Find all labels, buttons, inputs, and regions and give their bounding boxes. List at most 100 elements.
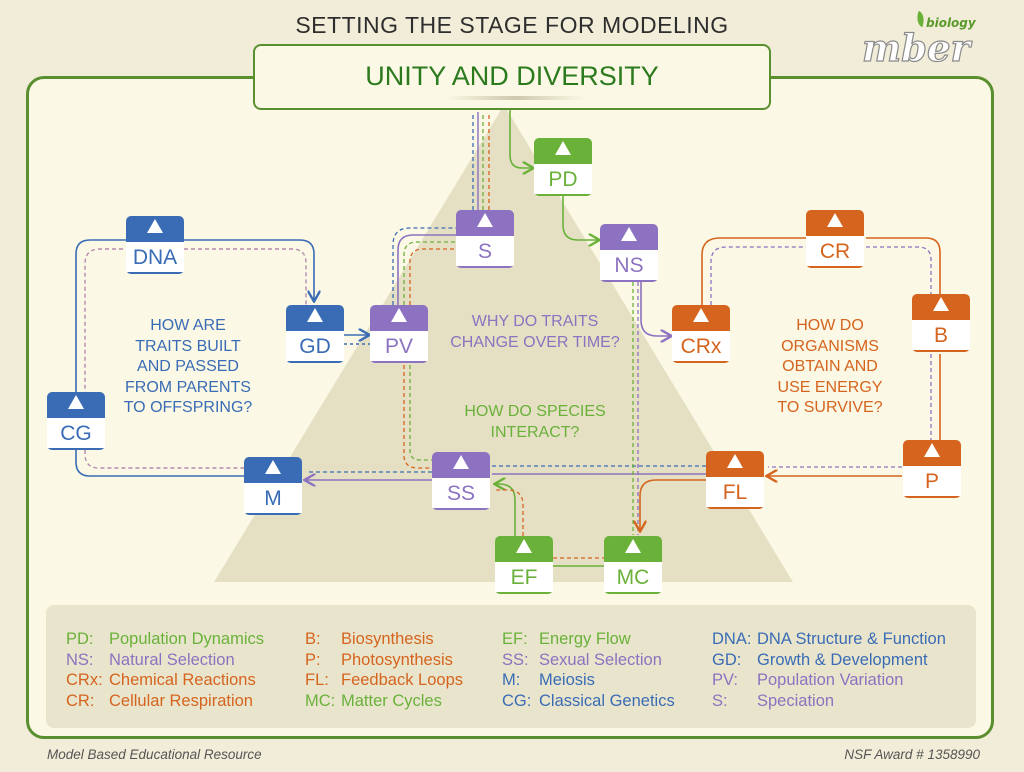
central-theme-box[interactable]: UNITY AND DIVERSITY: [253, 44, 771, 110]
node-label: NS: [614, 254, 644, 277]
footer-left: Model Based Educational Resource: [47, 747, 262, 762]
triangle-icon: [147, 219, 163, 233]
triangle-icon: [307, 308, 323, 322]
pv-to-s: [397, 234, 456, 305]
node-s[interactable]: S: [456, 210, 514, 268]
dna-to-gd-dashed: [184, 248, 307, 305]
legend-item: FL:Feedback Loops: [305, 671, 464, 689]
triangle-icon: [391, 308, 407, 322]
node-label: CG: [60, 422, 92, 445]
mber-biology-logo: biology mber: [861, 10, 977, 71]
cg-to-m: [75, 450, 244, 477]
node-label: CRx: [680, 335, 722, 358]
legend-item: GD:Growth & Development: [712, 650, 928, 669]
node-cr[interactable]: CR: [806, 210, 864, 268]
triangle-icon: [477, 213, 493, 227]
blue-loop-solid: [75, 239, 130, 393]
triangle-icon: [625, 539, 641, 553]
legend-item: CRx:Chemical Reactions: [66, 671, 256, 689]
node-label: GD: [299, 335, 331, 358]
crx-to-cr: [701, 237, 806, 305]
node-label: B: [933, 324, 948, 347]
central-theme-label: UNITY AND DIVERSITY: [365, 61, 659, 91]
node-dna[interactable]: DNA: [126, 216, 184, 274]
triangle-icon: [265, 460, 281, 474]
footer-right: NSF Award # 1358990: [844, 747, 980, 762]
triangle-icon: [621, 227, 637, 241]
legend-column: EF:Energy Flow SS:Sexual Selection M:Mei…: [502, 629, 675, 711]
page-title: SETTING THE STAGE FOR MODELING: [295, 12, 729, 38]
question-traits: HOW ARE TRAITS BUILT AND PASSED FROM PAR…: [123, 317, 253, 416]
legend-item: EF:Energy Flow: [502, 630, 631, 648]
node-label: DNA: [132, 246, 178, 269]
node-mc[interactable]: MC: [604, 536, 662, 594]
logo-subtitle: biology: [926, 16, 976, 30]
cr-to-b-dashed: [866, 246, 932, 294]
node-b[interactable]: B: [912, 294, 970, 352]
triangle-icon: [727, 454, 743, 468]
node-ef[interactable]: EF: [495, 536, 553, 594]
node-p[interactable]: P: [903, 440, 961, 498]
node-crx[interactable]: CRx: [672, 305, 730, 363]
crx-to-cr-dashed: [710, 246, 806, 305]
node-label: CR: [819, 240, 851, 263]
node-label: P: [924, 470, 939, 493]
legend-item: PD:Population Dynamics: [66, 630, 264, 648]
node-label: SS: [446, 482, 475, 505]
triangle-icon: [693, 308, 709, 322]
node-label: PD: [548, 168, 578, 191]
node-fl[interactable]: FL: [706, 451, 764, 509]
legend: PD:Population Dynamics NS:Natural Select…: [46, 605, 976, 728]
legend-column: PD:Population Dynamics NS:Natural Select…: [66, 629, 264, 711]
legend-column: B:Biosynthesis P:Photosynthesis FL:Feedb…: [305, 629, 463, 711]
legend-column: DNA:DNA Structure & Function GD:Growth &…: [712, 629, 946, 711]
triangle-icon: [68, 395, 84, 409]
cg-to-m-dashed: [84, 450, 244, 469]
node-label: PV: [384, 335, 413, 358]
node-label: EF: [510, 566, 538, 589]
triangle-icon: [516, 539, 532, 553]
question-energy: HOW DO ORGANISMS OBTAIN AND USE ENERGY T…: [777, 317, 883, 416]
legend-item: B:Biosynthesis: [305, 630, 434, 648]
node-pd[interactable]: PD: [534, 138, 592, 196]
pd-to-ns: [562, 196, 598, 240]
node-pv[interactable]: PV: [370, 305, 428, 363]
legend-item: DNA:DNA Structure & Function: [712, 630, 946, 648]
dna-to-gd: [184, 239, 314, 300]
question-change: WHY DO TRAITS CHANGE OVER TIME?: [450, 313, 620, 351]
ef-to-ss: [496, 484, 516, 536]
pv-to-s-green: [403, 241, 456, 305]
triangle-icon: [933, 297, 949, 311]
legend-item: CR:Cellular Respiration: [66, 691, 253, 710]
ef-to-ss-dashed: [493, 489, 524, 536]
fl-to-mc: [640, 479, 706, 530]
legend-item: NS:Natural Selection: [66, 650, 235, 669]
triangle-icon: [453, 455, 469, 469]
pv-to-ss-orange: [403, 365, 432, 469]
triangle-icon: [555, 141, 571, 155]
pv-to-s-orange: [409, 248, 456, 305]
pv-to-ss-green: [409, 365, 432, 461]
central-to-pd: [509, 110, 532, 168]
cr-to-b: [866, 237, 941, 294]
triangle-icon: [924, 443, 940, 457]
node-label: S: [477, 240, 492, 263]
node-ns[interactable]: NS: [600, 224, 658, 282]
central-underline: [445, 96, 585, 100]
logo-wordmark: mber: [861, 25, 971, 70]
question-interact: HOW DO SPECIES INTERACT?: [464, 403, 606, 441]
legend-item: PV:Population Variation: [712, 671, 904, 689]
node-gd[interactable]: GD: [286, 305, 344, 363]
legend-item: S:Speciation: [712, 691, 835, 710]
legend-item: P:Photosynthesis: [305, 650, 453, 669]
node-m[interactable]: M: [244, 457, 302, 515]
legend-item: CG:Classical Genetics: [502, 691, 675, 710]
triangle-icon: [827, 213, 843, 227]
node-ss[interactable]: SS: [432, 452, 490, 510]
pv-to-s-blue: [392, 227, 456, 305]
pyramid-background: [214, 105, 793, 582]
ns-to-crx: [640, 282, 670, 336]
node-cg[interactable]: CG: [47, 392, 105, 450]
node-label: MC: [616, 566, 650, 589]
